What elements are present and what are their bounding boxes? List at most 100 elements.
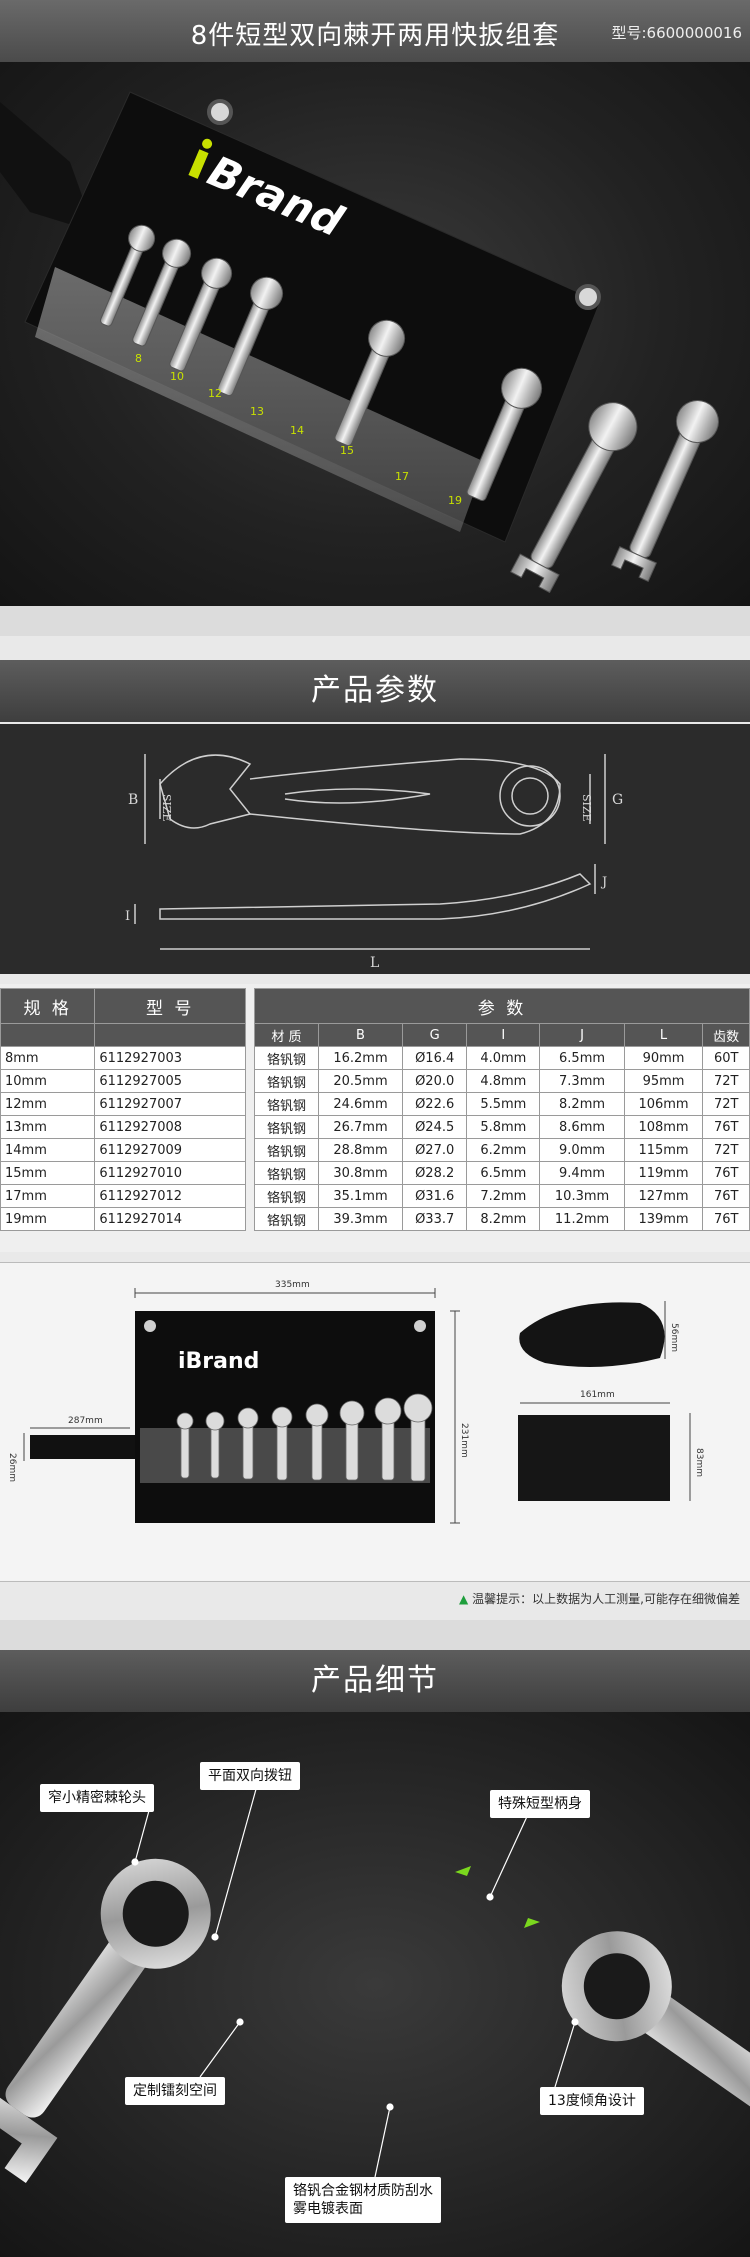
cell: 铬钒钢 <box>254 1069 319 1093</box>
rolled-pouch-front <box>518 1415 670 1501</box>
cell-size: 12mm <box>0 1092 96 1116</box>
spacer-cell <box>94 1023 246 1047</box>
cell: 72T <box>702 1138 750 1162</box>
col-header-teeth: 齿数 <box>702 1023 750 1047</box>
dim-label-b: B <box>128 792 138 808</box>
col-header-j: J <box>539 1023 625 1047</box>
cell: 106mm <box>623 1092 704 1116</box>
cell: 5.5mm <box>466 1092 541 1116</box>
divider-stripe <box>0 1620 750 1650</box>
detail-wrenches-illustration <box>0 1781 750 2183</box>
cell: 4.8mm <box>466 1069 541 1093</box>
cell: 35.1mm <box>317 1184 404 1208</box>
dim-label-j: J <box>600 875 607 890</box>
cell: 8.6mm <box>539 1115 625 1139</box>
cell-model: 6112927008 <box>94 1115 246 1139</box>
cell: 115mm <box>623 1138 704 1162</box>
callout-switch: 平面双向拨钮 <box>200 1762 300 1790</box>
cell: Ø16.4 <box>402 1046 468 1070</box>
cell: Ø24.5 <box>402 1115 468 1139</box>
cell: 铬钒钢 <box>254 1138 319 1162</box>
params-section-title: 产品参数 <box>0 660 750 722</box>
callout-handle: 特殊短型柄身 <box>490 1790 590 1818</box>
cell: 127mm <box>623 1184 704 1208</box>
divider-stripe <box>0 606 750 636</box>
size-mark: 14 <box>290 424 304 437</box>
package-dimension-drawing: iBrand 335mm 231mm 287mm 26mm 56mm 161mm… <box>7 1280 704 1524</box>
col-header-material: 材 质 <box>254 1023 319 1047</box>
detail-section-title: 产品细节 <box>0 1650 750 1712</box>
col-header-l: L <box>623 1023 704 1047</box>
title-bar: 8件短型双向棘开两用快扳组套 型号:6600000016 <box>0 0 750 62</box>
dim-label-i: I <box>125 909 130 924</box>
grommet-top <box>207 99 233 125</box>
cell: 16.2mm <box>317 1046 404 1070</box>
rolled-pouch-side <box>519 1302 665 1367</box>
dim-label-size-right: SIZE <box>580 794 593 822</box>
cell: 8.2mm <box>466 1207 541 1231</box>
cell: 8.2mm <box>539 1092 625 1116</box>
dim-strap-width: 26mm <box>7 1453 17 1482</box>
cell: 20.5mm <box>317 1069 404 1093</box>
params-table-header: 参 数 <box>254 988 750 1024</box>
cell-model: 6112927012 <box>94 1184 246 1208</box>
cell: 108mm <box>623 1115 704 1139</box>
callout-engrave: 定制镭刻空间 <box>125 2077 225 2105</box>
model-number: 型号:6600000016 <box>611 24 743 42</box>
dim-label-size: SIZE <box>160 794 173 822</box>
cell: 72T <box>702 1092 750 1116</box>
col-header-b: B <box>317 1023 404 1047</box>
size-mark: 10 <box>170 370 184 383</box>
cell: 76T <box>702 1161 750 1185</box>
cell: Ø27.0 <box>402 1138 468 1162</box>
cell: 95mm <box>623 1069 704 1093</box>
cell: 76T <box>702 1115 750 1139</box>
col-header-g: G <box>402 1023 468 1047</box>
dim-rolled-depth: 83mm <box>694 1448 704 1477</box>
wrench-dimension-drawing: B SIZE G SIZE J I L <box>125 754 623 971</box>
cell: Ø31.6 <box>402 1184 468 1208</box>
cell: Ø28.2 <box>402 1161 468 1185</box>
measurement-note: ▲温馨提示：以上数据为人工测量,可能存在细微偏差 <box>459 1590 740 1607</box>
detail-photo: 窄小精密棘轮头 平面双向拨钮 特殊短型柄身 定制镭刻空间 13度倾角设计 铬钒合… <box>0 1712 750 2257</box>
cell: 24.6mm <box>317 1092 404 1116</box>
cell: 30.8mm <box>317 1161 404 1185</box>
size-mark: 12 <box>208 387 222 400</box>
cell: 76T <box>702 1207 750 1231</box>
size-mark: 8 <box>135 352 142 365</box>
cell-size: 17mm <box>0 1184 96 1208</box>
dim-rolled-length: 161mm <box>580 1390 615 1400</box>
cell: Ø20.0 <box>402 1069 468 1093</box>
callout-material: 铬钒合金钢材质防刮水雾电镀表面 <box>285 2177 441 2223</box>
technical-diagram: B SIZE G SIZE J I L <box>0 724 750 974</box>
size-mark: 13 <box>250 405 264 418</box>
product-title: 8件短型双向棘开两用快扳组套 <box>190 21 560 51</box>
cell: 6.5mm <box>466 1161 541 1185</box>
package-dimensions: iBrand 335mm 231mm 287mm 26mm 56mm 161mm… <box>0 1262 750 1582</box>
col-header-model: 型 号 <box>94 988 246 1024</box>
callout-ratchet-head: 窄小精密棘轮头 <box>40 1784 154 1812</box>
cell: Ø33.7 <box>402 1207 468 1231</box>
cell: 28.8mm <box>317 1138 404 1162</box>
cell: 72T <box>702 1069 750 1093</box>
strap <box>0 102 95 232</box>
direction-arrows <box>455 1866 540 1928</box>
cell: 5.8mm <box>466 1115 541 1139</box>
cell: 90mm <box>623 1046 704 1070</box>
note-text: 温馨提示：以上数据为人工测量,可能存在细微偏差 <box>472 1592 740 1606</box>
hero-photo: Brand 8 10 12 13 14 15 17 19 <box>0 62 750 606</box>
cell-model: 6112927003 <box>94 1046 246 1070</box>
cell: 铬钒钢 <box>254 1184 319 1208</box>
cell-model: 6112927010 <box>94 1161 246 1185</box>
cell: 铬钒钢 <box>254 1207 319 1231</box>
